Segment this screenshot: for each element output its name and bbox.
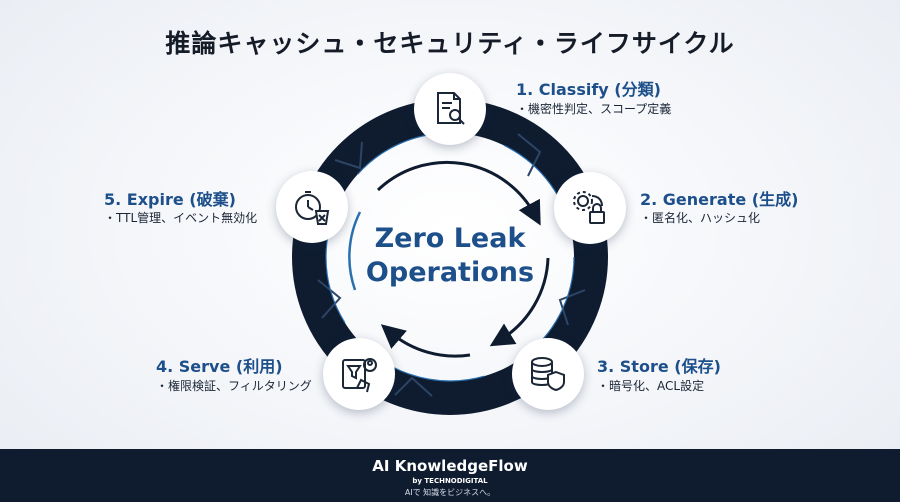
footer-bar: AI KnowledgeFlow by TECHNODIGITAL AIで 知識… — [0, 449, 900, 502]
step-3-title: 3. Store (保存) — [597, 357, 721, 376]
step-4-title: 4. Serve (利用) — [156, 357, 283, 376]
document-search-icon — [437, 92, 465, 125]
node-serve — [323, 338, 395, 410]
ring-segment-dividers — [317, 133, 586, 397]
page-title: 推論キャッシュ・セキュリティ・ライフサイクル — [165, 29, 735, 58]
node-store — [512, 338, 584, 410]
database-shield-icon — [531, 357, 565, 392]
timer-trash-icon — [295, 191, 330, 225]
inner-arrow-top — [376, 160, 541, 226]
inner-arrow-left — [348, 211, 362, 291]
step-2-desc: ・匿名化、ハッシュ化 — [640, 211, 761, 225]
step-1-title: 1. Classify (分類) — [516, 80, 661, 99]
inner-arrow-bottom — [380, 324, 471, 358]
step-1-desc: ・機密性判定、スコープ定義 — [516, 102, 672, 116]
step-3-desc: ・暗号化、ACL設定 — [597, 379, 705, 393]
footer-tagline: AIで 知識をビジネスへ。 — [404, 488, 496, 497]
step-2-title: 2. Generate (生成) — [640, 190, 799, 209]
footer-by: by TECHNODIGITAL — [412, 477, 488, 485]
step-5-title: 5. Expire (破棄) — [104, 190, 236, 209]
gear-lock-icon — [573, 191, 605, 224]
node-classify — [414, 73, 486, 145]
step-5-desc: ・TTL管理、イベント無効化 — [104, 211, 258, 225]
node-generate — [554, 172, 626, 244]
step-4-desc: ・権限検証、フィルタリング — [156, 379, 312, 393]
center-line-2: Operations — [365, 257, 535, 288]
center-label: Zero Leak Operations — [342, 222, 558, 290]
node-expire — [276, 171, 348, 243]
inner-arrow-right — [489, 257, 550, 347]
tablet-user-icon — [342, 358, 377, 393]
center-line-1: Zero Leak — [374, 223, 526, 254]
footer-brand: AI KnowledgeFlow — [372, 457, 528, 475]
